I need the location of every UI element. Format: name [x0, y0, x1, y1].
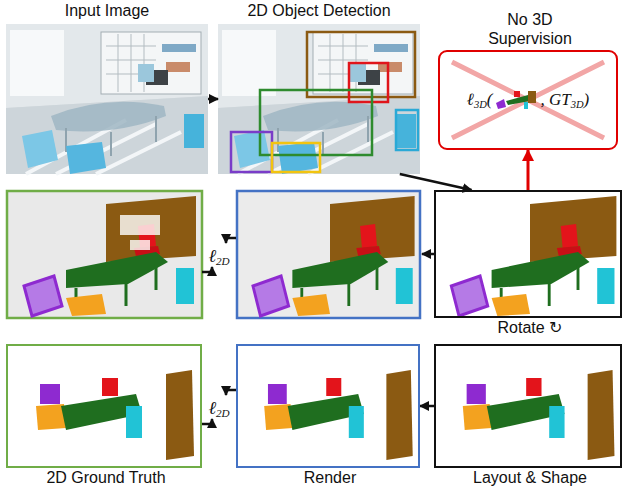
supervision-box: No 3D Supervisionℓ3D(, GT3D) — [438, 50, 618, 150]
scene-mesh — [264, 370, 413, 460]
scene-icon-part — [496, 99, 506, 109]
scene-icon-part — [524, 102, 528, 109]
flow-arrow — [400, 174, 472, 190]
loss-formula: ℓ3D( — [467, 90, 493, 110]
scene-icon-part — [528, 91, 536, 103]
scene-mesh — [36, 370, 194, 460]
panel-caption: Layout & Shape — [436, 468, 624, 487]
panel-caption: Input Image — [6, 1, 208, 20]
panel-caption: No 3D Supervision — [465, 10, 595, 48]
bbox — [260, 90, 372, 155]
rotate-panel: Rotate ↻ — [434, 190, 622, 318]
panel-caption: 2D Ground Truth — [8, 468, 204, 487]
loss-arrow — [202, 267, 212, 272]
gt-detail — [120, 215, 160, 250]
panel-caption: Render — [238, 468, 422, 487]
detection-photo — [218, 24, 420, 174]
bbox — [349, 63, 388, 102]
flow-arrow — [420, 405, 434, 408]
bbox — [231, 132, 272, 172]
input-photo — [6, 24, 208, 174]
flow-arrow — [208, 98, 218, 101]
loss-label: ℓ2D — [202, 246, 236, 266]
bbox — [307, 32, 415, 97]
render-panel — [237, 191, 420, 318]
scene-icon-part — [514, 91, 520, 97]
arrow — [422, 253, 434, 256]
scene-mesh — [451, 196, 616, 316]
panel-caption: Rotate ↻ — [436, 318, 624, 337]
scene-mesh — [253, 196, 415, 316]
ground-truth-panel: 2D Ground Truth — [6, 344, 202, 468]
scene-mesh — [463, 370, 615, 460]
formula-row: ℓ3D( , GT3D) — [440, 52, 616, 148]
scene-icon — [494, 89, 538, 111]
supervision-ground — [438, 50, 618, 150]
detection-panel: 2D Object Detection — [218, 24, 420, 174]
panel-caption: 2D Object Detection — [218, 1, 420, 20]
layout-shape-panel: Layout & Shape — [434, 344, 622, 468]
loss-formula: , GT3D) — [540, 90, 589, 110]
bbox — [272, 143, 320, 172]
loss-label: ℓ2D — [202, 398, 236, 418]
loss-arrow — [226, 390, 236, 395]
render-panel: Render — [236, 344, 420, 468]
flow-arrow — [527, 150, 530, 190]
scene-mesh — [24, 196, 196, 316]
cross-out — [452, 62, 604, 138]
input-image-panel: Input Image — [6, 24, 208, 174]
gt-render-panel — [7, 191, 202, 318]
bbox — [396, 110, 418, 150]
loss-arrow — [202, 419, 212, 424]
detection-boxes — [231, 32, 418, 172]
loss-arrow — [226, 238, 236, 243]
